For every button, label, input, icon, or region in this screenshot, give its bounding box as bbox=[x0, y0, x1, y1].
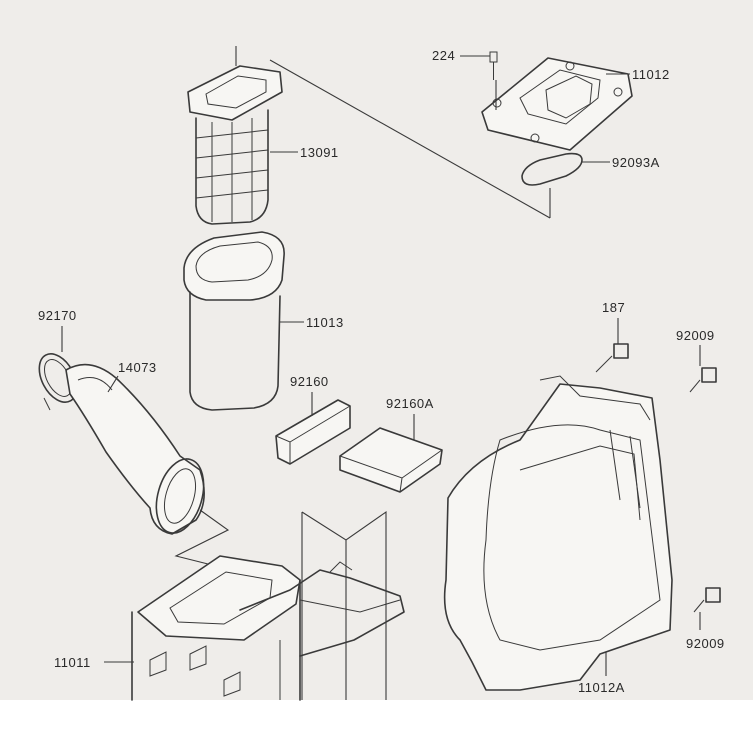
part-11013-air-element bbox=[183, 231, 285, 411]
part-labels: 224 11012 13091 92093A 11013 92170 14073… bbox=[38, 48, 725, 695]
label-92160A: 92160A bbox=[386, 396, 434, 411]
label-224: 224 bbox=[432, 48, 455, 63]
part-92009-bolt-top bbox=[689, 367, 717, 393]
label-13091: 13091 bbox=[300, 145, 339, 160]
part-13091-filter-frame bbox=[187, 65, 283, 225]
label-92093A: 92093A bbox=[612, 155, 660, 170]
part-92160A-pad bbox=[339, 427, 443, 493]
label-11013: 11013 bbox=[306, 315, 344, 330]
label-11011: 11011 bbox=[54, 655, 91, 670]
part-92160-pad bbox=[275, 399, 351, 465]
assembly-lines bbox=[174, 46, 551, 700]
part-92009-bolt-bottom bbox=[693, 587, 721, 613]
part-14073-intake-duct bbox=[65, 363, 205, 535]
part-224-bolt bbox=[489, 51, 498, 80]
label-leaders bbox=[61, 55, 701, 676]
part-92093A-gasket bbox=[521, 152, 583, 186]
label-92009-top: 92009 bbox=[676, 328, 715, 343]
label-11012A: 11012A bbox=[578, 680, 625, 695]
label-92170: 92170 bbox=[38, 308, 77, 323]
part-187-screw bbox=[595, 343, 629, 373]
label-14073: 14073 bbox=[118, 360, 157, 375]
part-11012-cover-plate bbox=[481, 57, 633, 151]
label-92160: 92160 bbox=[290, 374, 329, 389]
part-11011-air-cleaner-case bbox=[131, 555, 405, 701]
label-187: 187 bbox=[602, 300, 625, 315]
part-11012A-side-cover bbox=[443, 375, 673, 691]
label-92009-bottom: 92009 bbox=[686, 636, 725, 651]
label-11012: 11012 bbox=[632, 67, 670, 82]
